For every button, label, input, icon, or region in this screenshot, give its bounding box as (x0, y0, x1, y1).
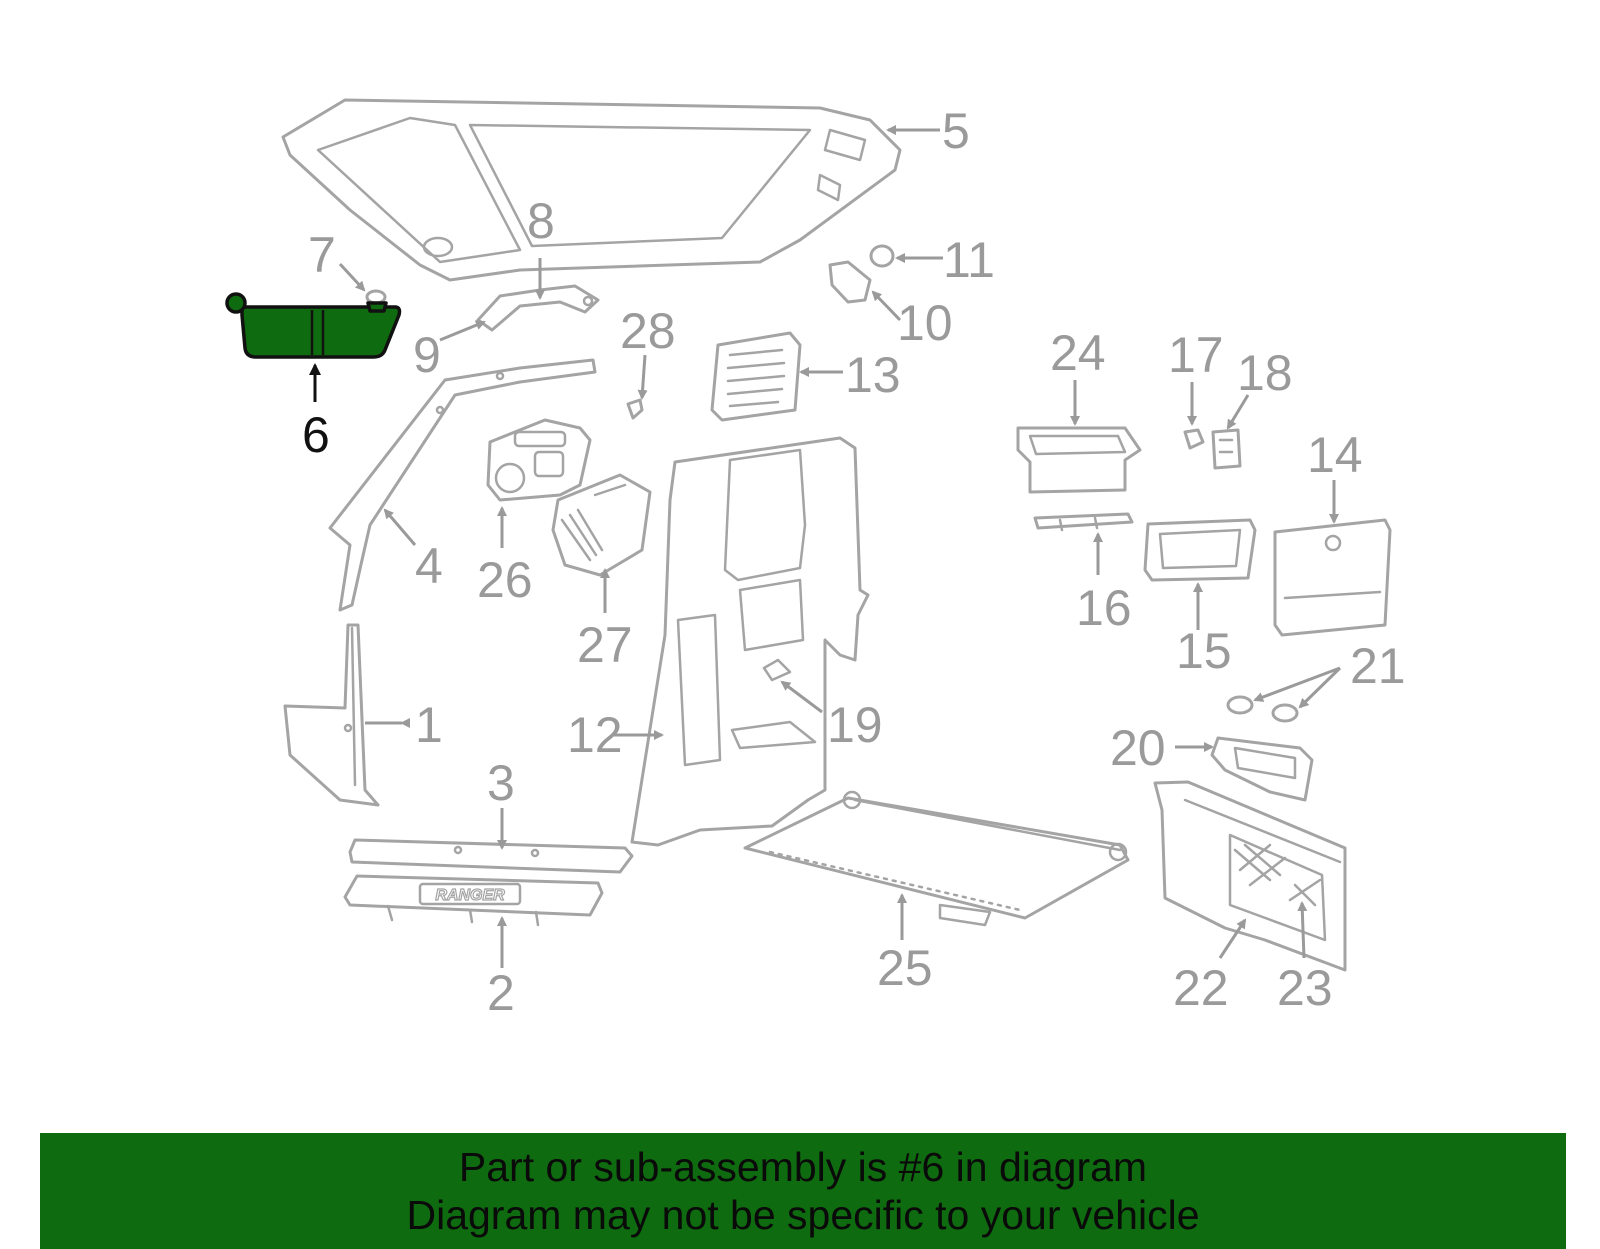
part-3-scuff-plate (348, 838, 634, 874)
leader-7 (338, 262, 366, 292)
callout-14: 14 (1307, 427, 1363, 483)
ranger-badge-text: RANGER (435, 887, 505, 904)
part-4-a-pillar-trim (328, 358, 597, 612)
part-28-clip (626, 398, 644, 420)
part-16-bracket (1033, 512, 1134, 532)
callout-21: 21 (1350, 638, 1406, 694)
leader-28 (637, 354, 648, 400)
callout-10: 10 (897, 295, 953, 351)
part-24-storage-bin (1016, 426, 1142, 494)
part-18-retainer (1211, 428, 1242, 470)
callout-9: 9 (413, 327, 441, 383)
part-22-rear-trim-panel (1153, 780, 1347, 972)
leader-10 (871, 290, 902, 322)
vehicle-disclaimer-text: Diagram may not be specific to your vehi… (406, 1192, 1200, 1238)
part-12-quarter-trim (630, 436, 870, 847)
leader-4 (383, 508, 417, 546)
diagram-notice-banner: Part or sub-assembly is #6 in diagram Di… (40, 1133, 1566, 1249)
callout-numbers: 1 2 3 4 5 6 7 8 9 10 11 12 13 14 15 16 1… (302, 103, 1406, 1021)
callout-3: 3 (487, 755, 515, 811)
callout-26: 26 (477, 552, 533, 608)
callout-4: 4 (415, 538, 443, 594)
part-2-sill-plate: RANGER (343, 874, 604, 927)
callout-2: 2 (487, 965, 515, 1021)
leader-22 (1218, 918, 1247, 959)
callout-18: 18 (1237, 345, 1293, 401)
callout-20: 20 (1110, 720, 1166, 776)
part-13-speaker-grille (710, 331, 802, 422)
leader-19 (780, 680, 823, 714)
leader-9 (439, 320, 486, 342)
part-6-sun-visor (225, 292, 402, 359)
leader-21a (1253, 666, 1341, 702)
callout-28: 28 (620, 303, 676, 359)
callout-17: 17 (1168, 327, 1224, 383)
callout-24: 24 (1050, 325, 1106, 381)
part-notice-text: Part or sub-assembly is #6 in diagram (458, 1144, 1148, 1190)
part-26-lamp-housing (486, 418, 592, 502)
callout-5: 5 (942, 103, 970, 159)
part-11-cap (869, 244, 895, 268)
callout-22: 22 (1173, 960, 1229, 1016)
callout-7: 7 (308, 227, 336, 283)
part-21-push-pins (1226, 695, 1299, 723)
part-23-cargo-net (1233, 843, 1322, 907)
callout-19: 19 (827, 697, 883, 753)
callout-15: 15 (1176, 623, 1232, 679)
part-14-access-cover (1273, 518, 1392, 637)
part-10-coat-hook (828, 260, 872, 304)
part-15-tray (1143, 518, 1257, 582)
part-20-handle (1210, 736, 1314, 802)
part-17-clip (1183, 428, 1205, 450)
callout-13: 13 (845, 347, 901, 403)
callout-12: 12 (567, 707, 623, 763)
leader-arrows (309, 125, 1342, 968)
callout-8: 8 (527, 193, 555, 249)
leader-21b (1298, 666, 1342, 709)
callout-16: 16 (1076, 580, 1132, 636)
part-25-cargo-cover (743, 790, 1130, 927)
callout-23: 23 (1277, 960, 1333, 1016)
callout-27: 27 (577, 617, 633, 673)
part-1-cowl-trim (283, 623, 380, 807)
part-5-headliner (281, 98, 902, 282)
leader-23 (1297, 901, 1308, 959)
part-27-lens (551, 473, 652, 577)
part-8-bracket (476, 284, 600, 332)
callout-25: 25 (877, 940, 933, 996)
leader-18 (1226, 394, 1250, 430)
callout-6: 6 (302, 407, 330, 463)
part-7-clip (365, 289, 387, 305)
callout-1: 1 (415, 697, 443, 753)
callout-11: 11 (943, 232, 995, 288)
